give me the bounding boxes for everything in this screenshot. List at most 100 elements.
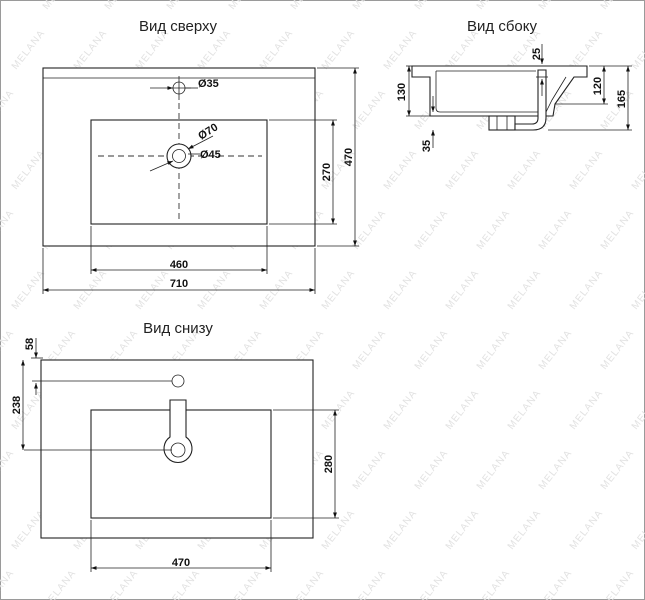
watermark-text: MELANA [506, 268, 544, 312]
watermark-text: MELANA [413, 568, 451, 600]
watermark-text: MELANA [10, 28, 48, 72]
dim-bottom-280: 280 [323, 455, 335, 473]
watermark-text: MELANA [413, 0, 451, 12]
watermark-text: MELANA [444, 508, 482, 552]
dim-bottom-58: 58 [24, 338, 36, 350]
watermark-text: MELANA [413, 328, 451, 372]
watermark-text: MELANA [41, 568, 79, 600]
bottom-view-title: Вид снизу [143, 320, 213, 337]
watermark-text: MELANA [475, 0, 513, 12]
watermark-text: MELANA [382, 508, 420, 552]
watermark-text: MELANA [320, 508, 358, 552]
dim-side-165: 165 [616, 90, 628, 108]
watermark-text: MELANA [351, 208, 389, 252]
side-view-title: Вид сбоку [467, 18, 537, 35]
watermark-text: MELANA [72, 28, 110, 72]
watermark-text: MELANA [506, 508, 544, 552]
bottom-view: Вид снизу 58 238 280 470 [11, 320, 339, 572]
watermark-text: MELANA [382, 28, 420, 72]
dim-bottom-238: 238 [11, 396, 23, 414]
dim-side-35: 35 [421, 140, 433, 152]
bottom-drain-outlet [163, 399, 193, 463]
watermark-text: MELANA [351, 328, 389, 372]
dim-bowl-depth: 270 [321, 163, 333, 181]
watermark-text: MELANA [537, 208, 575, 252]
watermark-text: MELANA [630, 268, 645, 312]
watermark-text: MELANA [165, 0, 203, 12]
watermark-text: MELANA [506, 388, 544, 432]
watermark-text: MELANA [351, 448, 389, 492]
watermark-text: MELANA [630, 388, 645, 432]
watermark-text: MELANA [0, 208, 17, 252]
watermark-text: MELANA [475, 448, 513, 492]
watermark-text: MELANA [258, 28, 296, 72]
watermark-text: MELANA [351, 568, 389, 600]
watermark-text: MELANA [41, 0, 79, 12]
dim-side-130: 130 [396, 83, 408, 101]
watermark-text: MELANA [165, 568, 203, 600]
watermark-text: MELANA [630, 508, 645, 552]
watermark-text: MELANA [599, 208, 637, 252]
dim-tap-diameter: Ø35 [198, 78, 219, 90]
watermark-text: MELANA [351, 88, 389, 132]
dim-total-width: 710 [170, 278, 188, 290]
side-siphon-block [488, 115, 516, 131]
watermark-text: MELANA [444, 388, 482, 432]
watermark-text: MELANA [599, 568, 637, 600]
watermark-text: MELANA [320, 28, 358, 72]
watermark-text: MELANA [103, 568, 141, 600]
watermark-text: MELANA [382, 148, 420, 192]
watermark-text: MELANA [0, 88, 17, 132]
dim-side-120: 120 [592, 77, 604, 95]
watermark-text: MELANA [0, 448, 17, 492]
watermark-text: MELANA [382, 268, 420, 312]
watermark-text: MELANA [568, 28, 606, 72]
watermark-text: MELANA [289, 0, 327, 12]
watermark-text: MELANA [320, 268, 358, 312]
watermark-text: MELANA [506, 148, 544, 192]
watermark-text: MELANA [537, 328, 575, 372]
watermark-text: MELANA [351, 0, 389, 12]
watermark-text: MELANA [568, 508, 606, 552]
side-view: Вид сбоку 25 120 165 130 35 [396, 18, 632, 152]
watermark-text: MELANA [537, 448, 575, 492]
watermark-text: MELANA [568, 268, 606, 312]
dim-drain-inner-diameter: Ø45 [200, 149, 221, 161]
watermark-text: MELANA [227, 568, 265, 600]
dim-bowl-width: 460 [170, 259, 188, 271]
watermark-text: MELANA [10, 148, 48, 192]
watermark-text: MELANA [10, 268, 48, 312]
watermark-text: MELANA [599, 0, 637, 12]
dim-bottom-470: 470 [172, 557, 190, 569]
watermark-text: MELANA [599, 328, 637, 372]
watermark-text: MELANA [537, 0, 575, 12]
top-view-title: Вид сверху [139, 18, 218, 35]
watermark-text: MELANA [568, 148, 606, 192]
drain-outer [166, 143, 192, 169]
watermark-text: MELANA [630, 28, 645, 72]
watermark-text: MELANA [0, 568, 17, 600]
top-view: Вид сверху Ø35 Ø70 Ø45 460 710 [42, 18, 359, 294]
dim-side-25: 25 [531, 48, 543, 60]
watermark-text: MELANA [289, 568, 327, 600]
watermark-text: MELANA [475, 328, 513, 372]
watermark-text: MELANA [444, 148, 482, 192]
watermark-text: MELANA [382, 388, 420, 432]
drain-inner [172, 149, 186, 163]
watermark-text: MELANA [103, 0, 141, 12]
watermark-text: MELANA [0, 0, 17, 12]
watermark-text: MELANA [568, 388, 606, 432]
watermark-text: MELANA [444, 268, 482, 312]
side-drain-pipe [514, 69, 547, 131]
watermark-text: MELANA [227, 0, 265, 12]
watermark-text: MELANA [413, 208, 451, 252]
watermark-text: MELANA [537, 568, 575, 600]
watermark-text: MELANA [0, 328, 17, 372]
watermark-text: MELANA [413, 448, 451, 492]
watermark-text: MELANA [599, 448, 637, 492]
dim-total-depth: 470 [343, 148, 355, 166]
watermark-text: MELANA [475, 568, 513, 600]
watermark-text: MELANA [475, 208, 513, 252]
watermark-text: MELANA [630, 148, 645, 192]
